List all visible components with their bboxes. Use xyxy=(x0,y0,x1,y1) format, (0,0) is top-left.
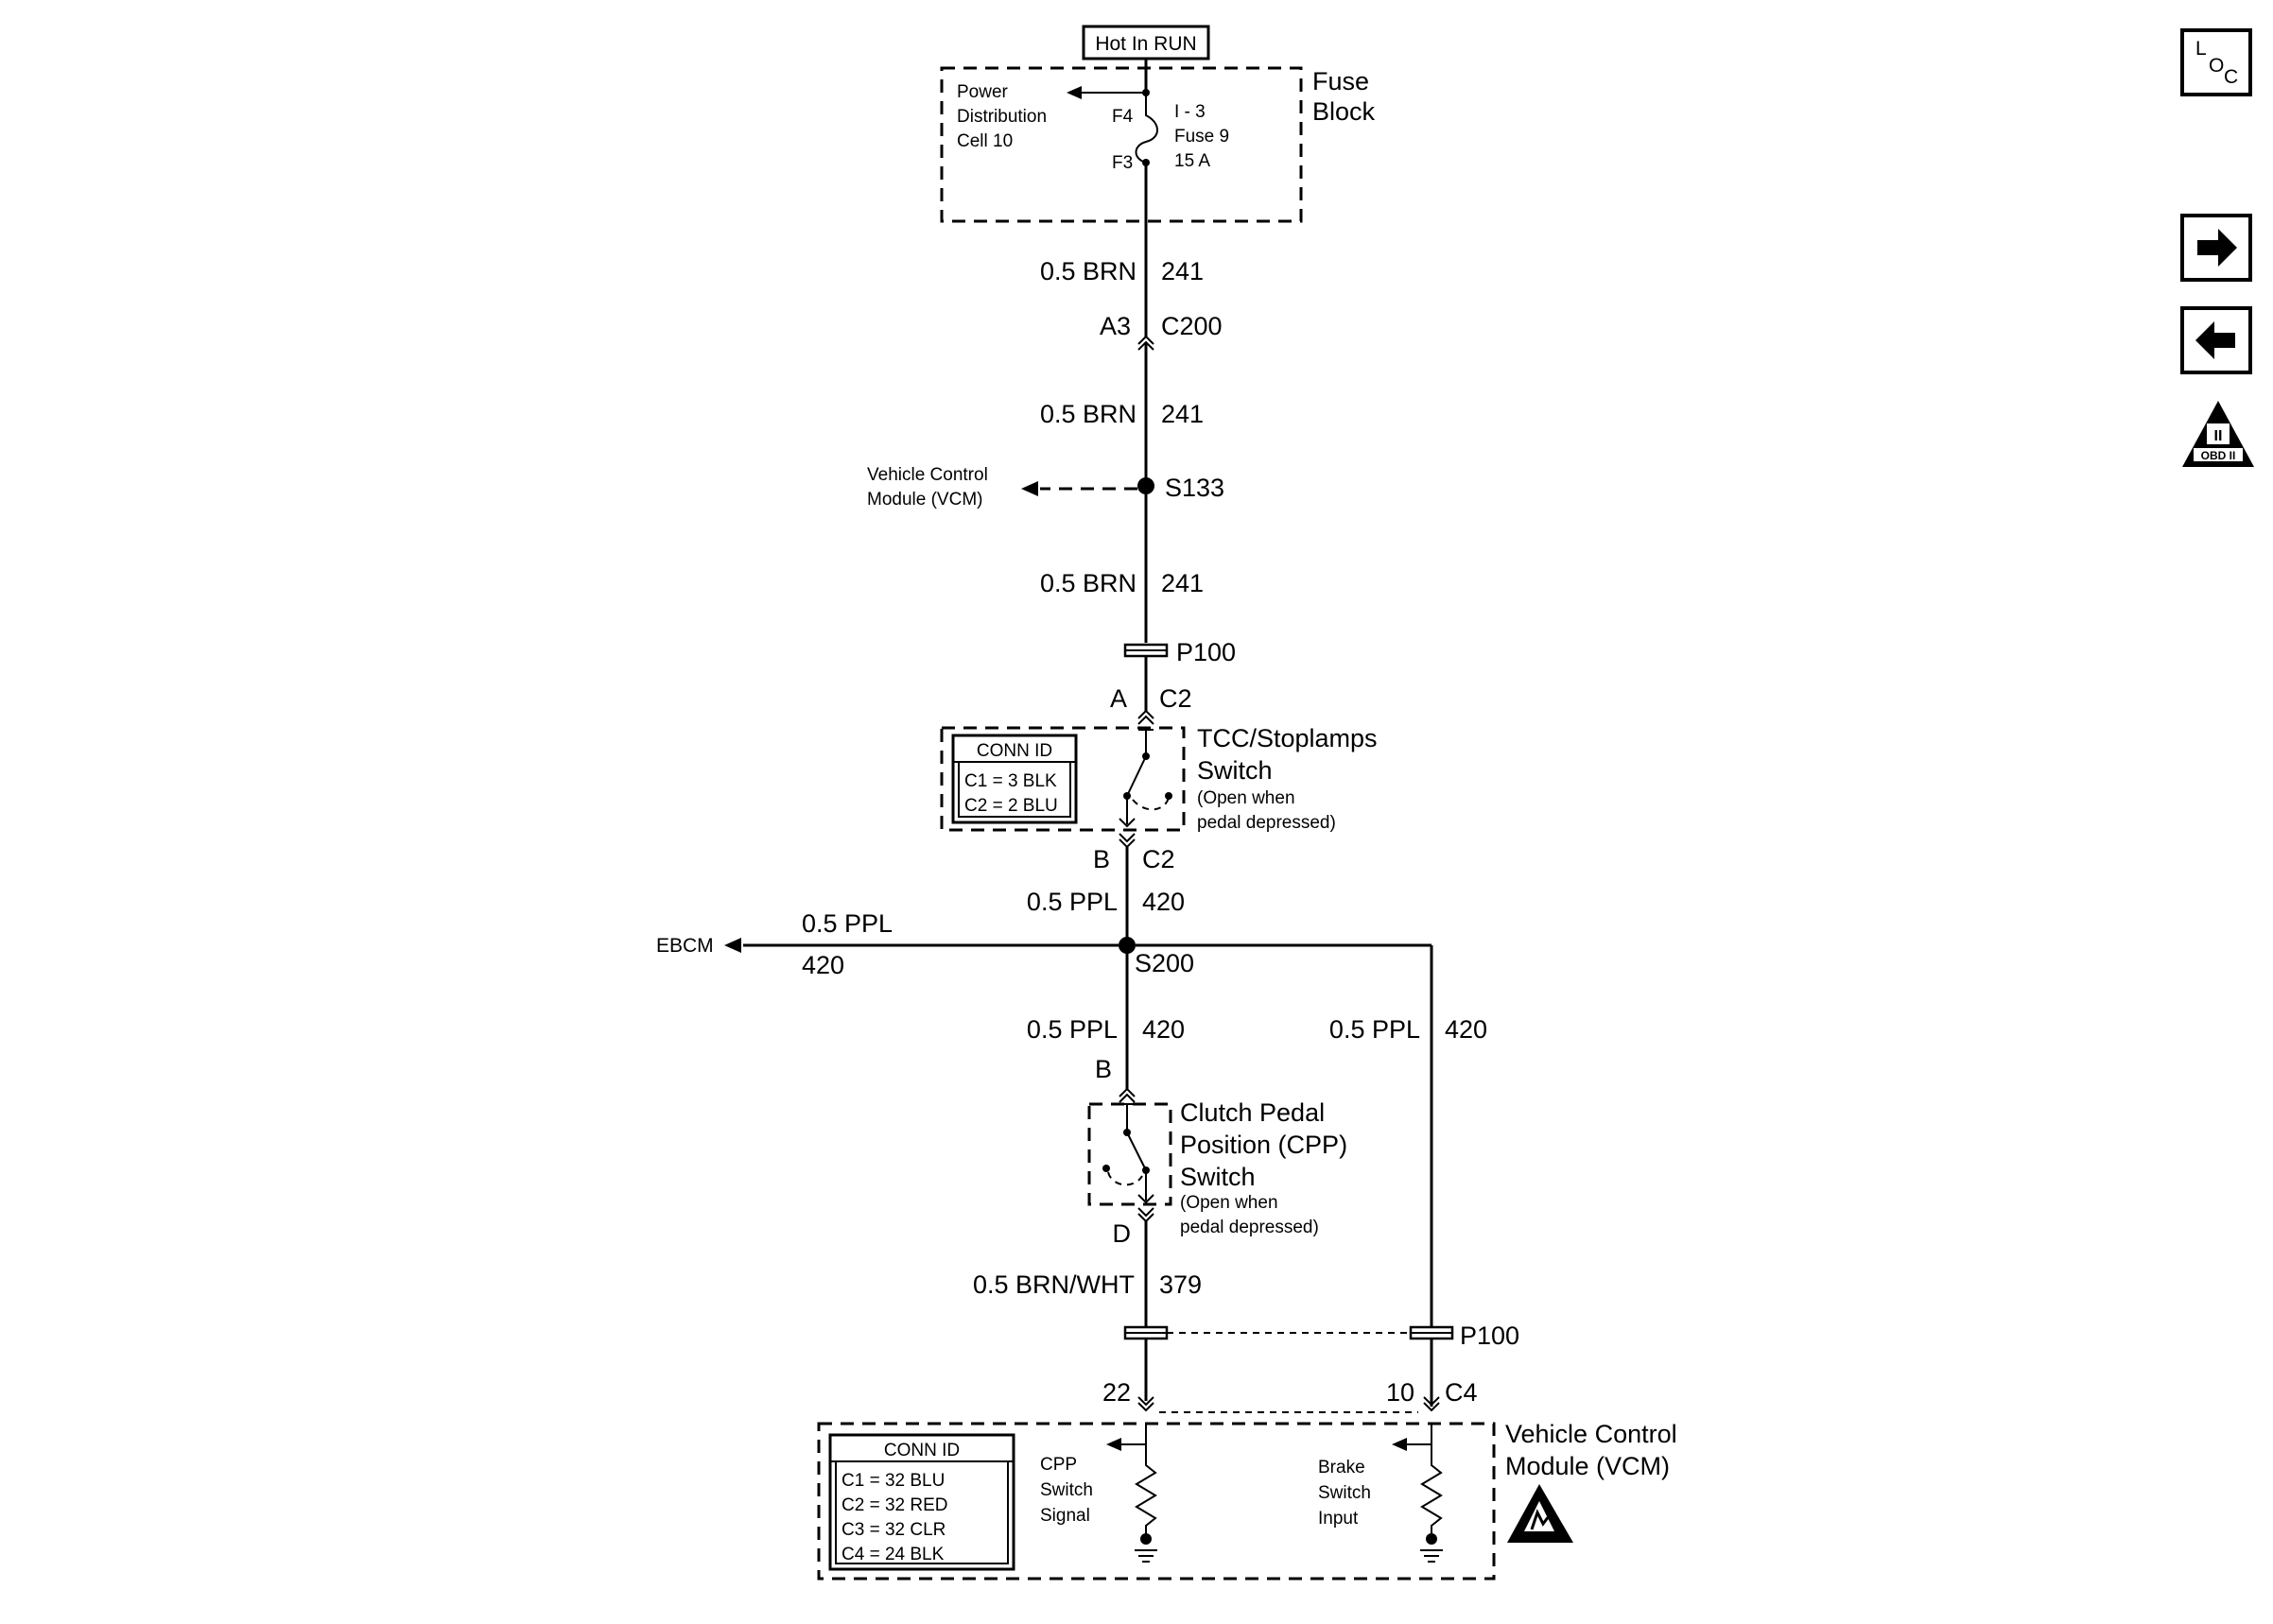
cpp-title-2: Position (CPP) xyxy=(1180,1131,1347,1159)
wire-241-circuit-1: 241 xyxy=(1161,257,1204,285)
tcc-note-1: (Open when xyxy=(1197,788,1295,808)
location-button[interactable]: L O C xyxy=(2180,28,2252,96)
wire-379-label: 0.5 BRN/WHT xyxy=(973,1270,1135,1299)
pdc-label-2: Distribution xyxy=(957,107,1047,127)
ebcm-label: EBCM xyxy=(656,935,714,957)
vcm-brake-input: Brake Switch Input xyxy=(1318,1424,1443,1563)
wire-379-circuit: 379 xyxy=(1159,1270,1202,1299)
wire-420-label-2: 0.5 PPL xyxy=(1027,1015,1118,1044)
p100-inline-bottom: P100 xyxy=(1123,1322,1519,1350)
s133-splice: S133 Vehicle Control Module (VCM) xyxy=(867,465,1224,510)
vcm-conn-id-table: CONN ID C1 = 32 BLU C2 = 32 RED C3 = 32 … xyxy=(828,1433,1015,1571)
wire-241-label-3: 0.5 BRN xyxy=(1040,569,1136,597)
vcm-cpp-input: CPP Switch Signal xyxy=(1040,1424,1157,1563)
cpp-switch: B Clutch Pedal Position (CPP) Switch (Op… xyxy=(1087,1055,1347,1237)
brake-input-3: Input xyxy=(1318,1509,1359,1529)
cpp-title-1: Clutch Pedal xyxy=(1180,1098,1325,1127)
obd-roman-label: II xyxy=(2214,428,2223,444)
wire-420-label-ebcm: 0.5 PPL xyxy=(802,909,893,938)
cpp-title-3: Switch xyxy=(1180,1163,1256,1191)
cpp-signal-3: Signal xyxy=(1040,1506,1090,1526)
fuse-block-title-2: Block xyxy=(1312,97,1376,126)
svg-text:C2 = 2 BLU: C2 = 2 BLU xyxy=(964,796,1058,816)
tcc-stoplamps-switch: A C2 TCC/Stoplamps Switch (Open when ped… xyxy=(940,684,1378,833)
pdc-label-1: Power xyxy=(957,82,1009,102)
brake-input-2: Switch xyxy=(1318,1483,1371,1503)
cpp-pin-b: B xyxy=(1095,1055,1112,1083)
right-arrow-icon xyxy=(2197,229,2237,267)
cpp-note-1: (Open when xyxy=(1180,1193,1278,1213)
c200-pin: A3 xyxy=(1100,312,1131,340)
fuse-pin-f4: F4 xyxy=(1112,107,1134,127)
p100-label-bottom: P100 xyxy=(1460,1322,1519,1350)
fuse-label-3: 15 A xyxy=(1174,151,1210,171)
vcm-module: 22 10 C4 Vehicle Control Module (VCM) CO… xyxy=(817,1378,1677,1581)
tcc-pin-a: A xyxy=(1110,684,1127,713)
wire-420-label-1: 0.5 PPL xyxy=(1027,888,1118,916)
s133-label: S133 xyxy=(1165,474,1224,502)
vcm-title-1: Vehicle Control xyxy=(1505,1420,1677,1448)
s200-splice: S200 EBCM 0.5 PPL 420 xyxy=(656,909,1433,1407)
s133-dest-1: Vehicle Control xyxy=(867,465,988,485)
cpp-pin-d: D xyxy=(1113,1219,1132,1248)
s133-dest-2: Module (VCM) xyxy=(867,490,982,510)
vcm-pin-10: 10 xyxy=(1386,1378,1414,1407)
c200-label: C200 xyxy=(1161,312,1223,340)
wire-420-circuit-ebcm: 420 xyxy=(802,951,844,979)
p100-label-top: P100 xyxy=(1176,638,1236,666)
next-arrow-button[interactable] xyxy=(2180,214,2252,282)
vcm-title-2: Module (VCM) xyxy=(1505,1452,1670,1480)
tcc-title-1: TCC/Stoplamps xyxy=(1197,724,1378,752)
wire-241-circuit-2: 241 xyxy=(1161,400,1204,428)
loc-letter-l: L xyxy=(2195,38,2207,60)
tcc-conn-id-table: CONN ID C1 = 3 BLK C2 = 2 BLU xyxy=(951,734,1078,824)
fuse-label-1: I - 3 xyxy=(1174,102,1206,122)
hot-in-run-label: Hot In RUN xyxy=(1082,25,1210,60)
vcm-pin-22: 22 xyxy=(1102,1378,1131,1407)
wire-420-circuit-1: 420 xyxy=(1142,888,1185,916)
fuse-pin-f3: F3 xyxy=(1112,153,1133,173)
previous-arrow-button[interactable] xyxy=(2180,306,2252,374)
wire-241-label-1: 0.5 BRN xyxy=(1040,257,1136,285)
fuse-block: Fuse Block Power Distribution Cell 10 F4… xyxy=(940,66,1376,223)
tcc-conn-top: C2 xyxy=(1159,684,1192,713)
obd-ii-button[interactable]: II OBD II xyxy=(2182,401,2254,467)
svg-text:Hot In RUN: Hot In RUN xyxy=(1095,33,1196,55)
tcc-pin-b: B xyxy=(1093,845,1110,873)
brake-input-1: Brake xyxy=(1318,1458,1365,1477)
wire-420-circuit-3: 420 xyxy=(1445,1015,1487,1044)
fuse-symbol xyxy=(1135,93,1158,164)
vcm-conn-c4: C4 xyxy=(1445,1378,1478,1407)
cpp-note-2: pedal depressed) xyxy=(1180,1218,1319,1237)
svg-text:CONN ID: CONN ID xyxy=(884,1441,960,1460)
fuse-label-2: Fuse 9 xyxy=(1174,127,1229,147)
svg-text:C2 = 32 RED: C2 = 32 RED xyxy=(842,1495,947,1515)
svg-text:C3 = 32 CLR: C3 = 32 CLR xyxy=(842,1520,946,1540)
left-arrow-icon xyxy=(2195,321,2235,359)
svg-text:C4 = 24 BLK: C4 = 24 BLK xyxy=(842,1545,945,1564)
svg-text:C1 = 3 BLK: C1 = 3 BLK xyxy=(964,771,1057,791)
svg-text:CONN ID: CONN ID xyxy=(977,741,1052,761)
p100-inline-top: P100 xyxy=(1123,638,1236,666)
tcc-conn-bottom: C2 xyxy=(1142,845,1175,873)
cpp-signal-2: Switch xyxy=(1040,1480,1093,1500)
wire-420-circuit-2: 420 xyxy=(1142,1015,1185,1044)
wire-241-label-2: 0.5 BRN xyxy=(1040,400,1136,428)
svg-text:C1 = 32 BLU: C1 = 32 BLU xyxy=(842,1471,945,1491)
c200-connector: A3 C200 xyxy=(1100,312,1223,351)
fuse-block-title-1: Fuse xyxy=(1312,67,1369,95)
cpp-signal-1: CPP xyxy=(1040,1455,1077,1475)
wire-241-circuit-3: 241 xyxy=(1161,569,1204,597)
esd-warning-icon xyxy=(1507,1484,1573,1543)
loc-letter-o: O xyxy=(2209,55,2224,77)
wire-420-label-3: 0.5 PPL xyxy=(1329,1015,1420,1044)
s200-label: S200 xyxy=(1135,949,1194,977)
tcc-note-2: pedal depressed) xyxy=(1197,813,1336,833)
loc-letter-c: C xyxy=(2224,66,2238,88)
pdc-label-3: Cell 10 xyxy=(957,131,1013,151)
obd-label: OBD II xyxy=(2201,449,2236,462)
tcc-title-2: Switch xyxy=(1197,756,1273,785)
